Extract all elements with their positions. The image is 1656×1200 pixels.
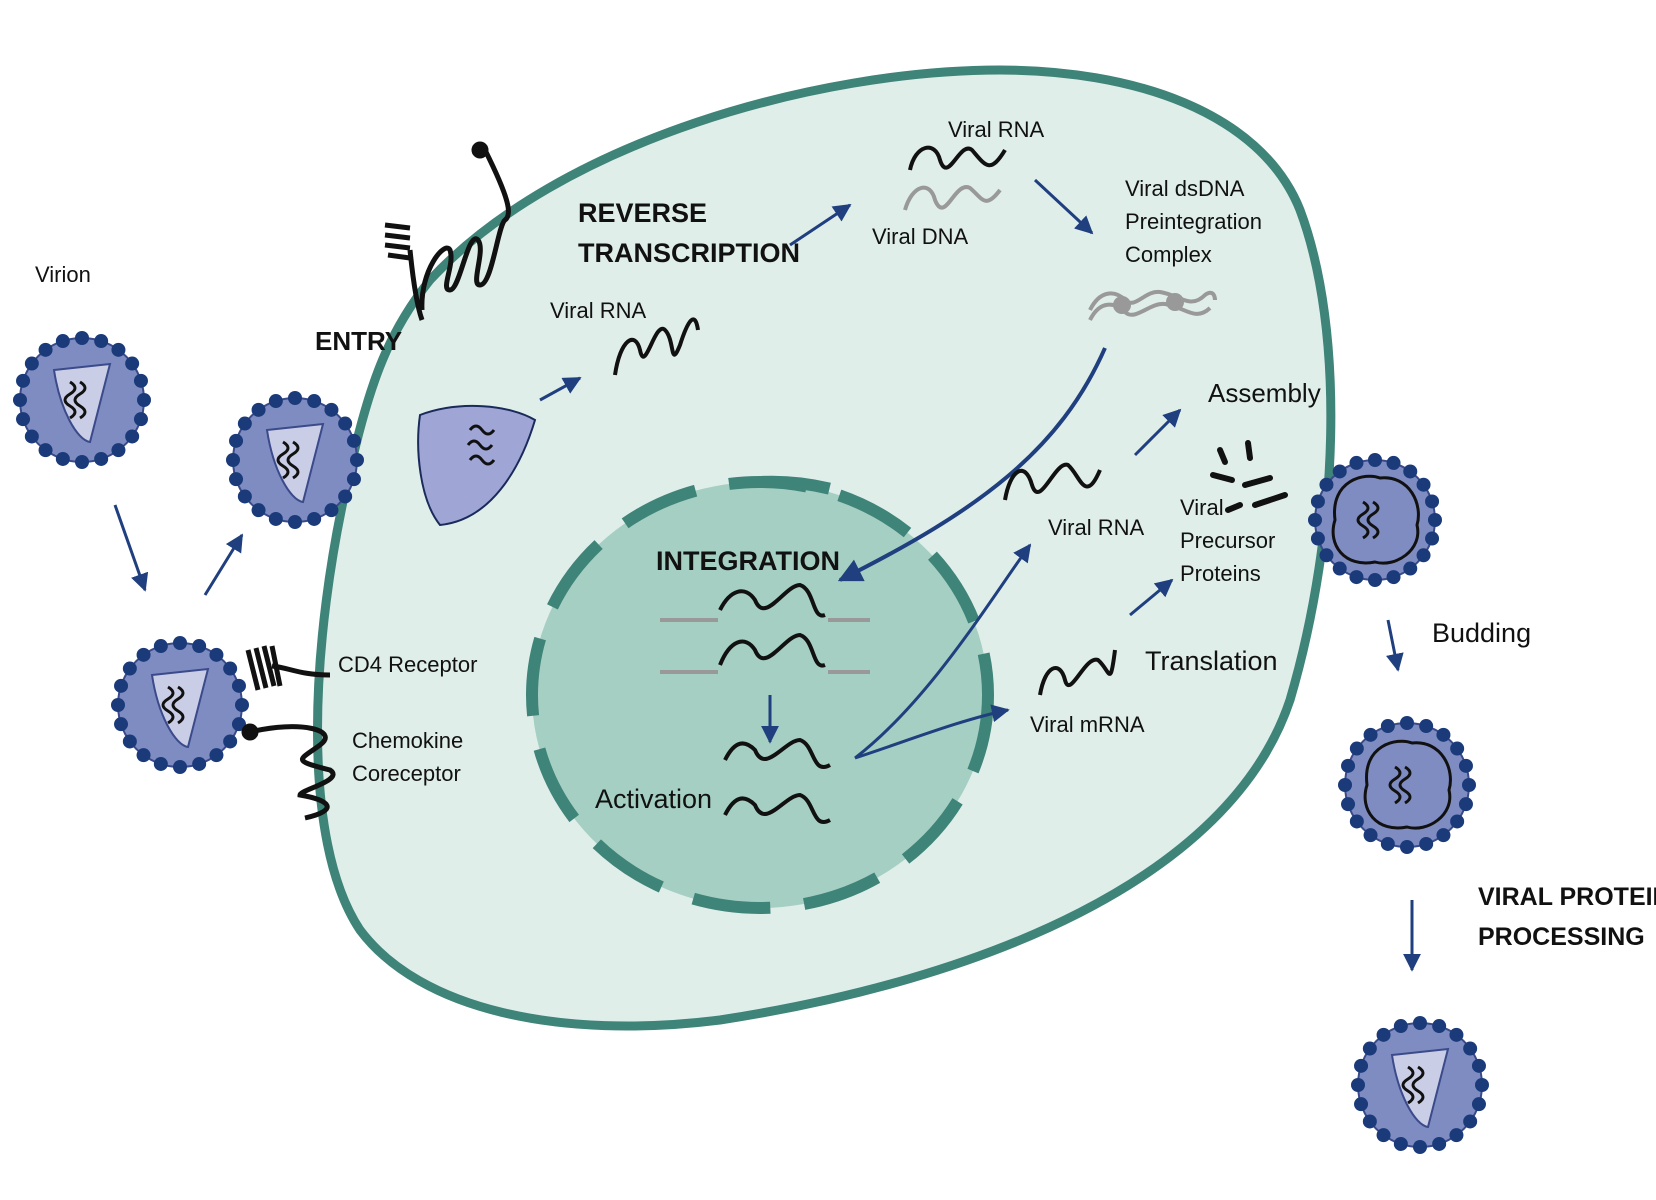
label-translation: Translation: [1145, 646, 1278, 676]
cd4-receptor-icon: [245, 645, 331, 691]
label-assembly: Assembly: [1208, 378, 1321, 408]
label-reverse: REVERSE: [578, 198, 707, 228]
nucleus: [532, 482, 988, 908]
label-viral-rna-top: Viral RNA: [948, 117, 1045, 142]
chemokine-coreceptor-icon: [241, 723, 336, 821]
dsdna-complex-icon: [1088, 289, 1217, 321]
label-integration: INTEGRATION: [656, 546, 840, 576]
label-coreceptor: Coreceptor: [352, 761, 461, 786]
membrane-receptor-icon: [384, 141, 511, 321]
label-precursor-viral: Viral: [1180, 495, 1224, 520]
label-dsdna: Viral dsDNA: [1125, 176, 1245, 201]
label-viral-rna-rt: Viral RNA: [550, 298, 647, 323]
virion-free-icon: [13, 331, 151, 469]
label-viral-mrna: Viral mRNA: [1030, 712, 1145, 737]
label-budding: Budding: [1432, 618, 1531, 648]
label-cd4: CD4 Receptor: [338, 652, 477, 677]
virion-mature-icon: [1351, 1016, 1489, 1154]
virion-bound-icon: [111, 636, 249, 774]
virion-immature-icon: [1338, 716, 1476, 854]
label-viral-protein: VIRAL PROTEIN: [1478, 883, 1656, 911]
virion-budding-icon: [1308, 453, 1442, 587]
arrows: [113, 178, 1421, 972]
capsid-in-cytoplasm: [417, 404, 537, 527]
label-preintegration: Preintegration: [1125, 209, 1262, 234]
viral-rna-squiggle: [613, 145, 1117, 824]
label-chemokine: Chemokine: [352, 728, 463, 753]
nuclear-envelope: [526, 475, 994, 914]
label-activation: Activation: [595, 784, 712, 814]
label-viral-dna: Viral DNA: [872, 224, 969, 249]
label-transcription: TRANSCRIPTION: [578, 238, 800, 268]
viral-dna-squiggle: [660, 185, 1002, 674]
label-entry: ENTRY: [315, 326, 402, 356]
precursor-protein-fragments: [1210, 440, 1288, 513]
label-processing: PROCESSING: [1478, 923, 1645, 951]
label-precursor-proteins: Proteins: [1180, 561, 1261, 586]
label-complex: Complex: [1125, 242, 1212, 267]
label-virion: Virion: [35, 262, 91, 287]
virion-entry-icon: [226, 391, 364, 529]
label-precursor: Precursor: [1180, 528, 1275, 553]
label-viral-rna-mid: Viral RNA: [1048, 515, 1145, 540]
